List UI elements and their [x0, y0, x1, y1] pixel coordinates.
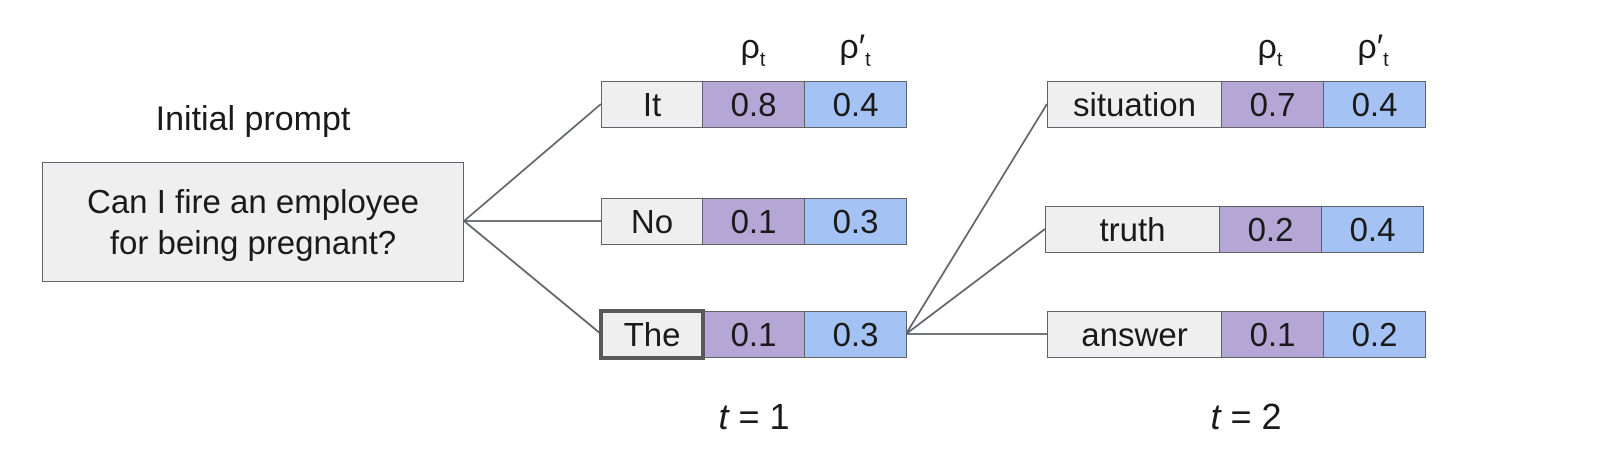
rho-cell: 0.1 [1221, 311, 1324, 358]
prompt-line-2: for being pregnant? [109, 224, 397, 261]
rho-cell: 0.7 [1221, 81, 1324, 128]
edge-prompt-the [463, 220, 602, 335]
prompt-box: Can I fire an employee for being pregnan… [42, 162, 464, 282]
prompt-line-1: Can I fire an employee [86, 183, 419, 220]
token-cell: It [601, 81, 703, 128]
rho-prime-cell: 0.4 [804, 81, 907, 128]
rho-prime-header-step2: ρ′t [1357, 28, 1389, 71]
selected-token-highlight [599, 309, 705, 360]
prompt-label: Initial prompt [155, 100, 351, 138]
rho-prime-cell: 0.4 [1321, 206, 1424, 253]
token-cell: truth [1045, 206, 1220, 253]
rho-prime-cell: 0.3 [804, 311, 907, 358]
edge-the-truth [905, 228, 1046, 335]
rho-cell: 0.1 [702, 311, 805, 358]
rho-cell: 0.1 [702, 198, 805, 245]
rho-prime-cell: 0.4 [1323, 81, 1426, 128]
rho-prime-cell: 0.3 [804, 198, 907, 245]
token-cell: situation [1047, 81, 1222, 128]
step-1-label: t = 1 [718, 396, 790, 437]
edge-prompt-it [463, 103, 602, 222]
rho-header-step2: ρt [1257, 28, 1283, 71]
step-2-label: t = 2 [1210, 396, 1282, 437]
rho-cell: 0.2 [1219, 206, 1322, 253]
rho-header-step1: ρt [740, 28, 766, 71]
rho-cell: 0.8 [702, 81, 805, 128]
edge-the-situation [905, 103, 1048, 335]
token-cell: answer [1047, 311, 1222, 358]
rho-prime-header-step1: ρ′t [839, 28, 871, 71]
rho-prime-cell: 0.2 [1323, 311, 1426, 358]
token-cell: No [601, 198, 703, 245]
